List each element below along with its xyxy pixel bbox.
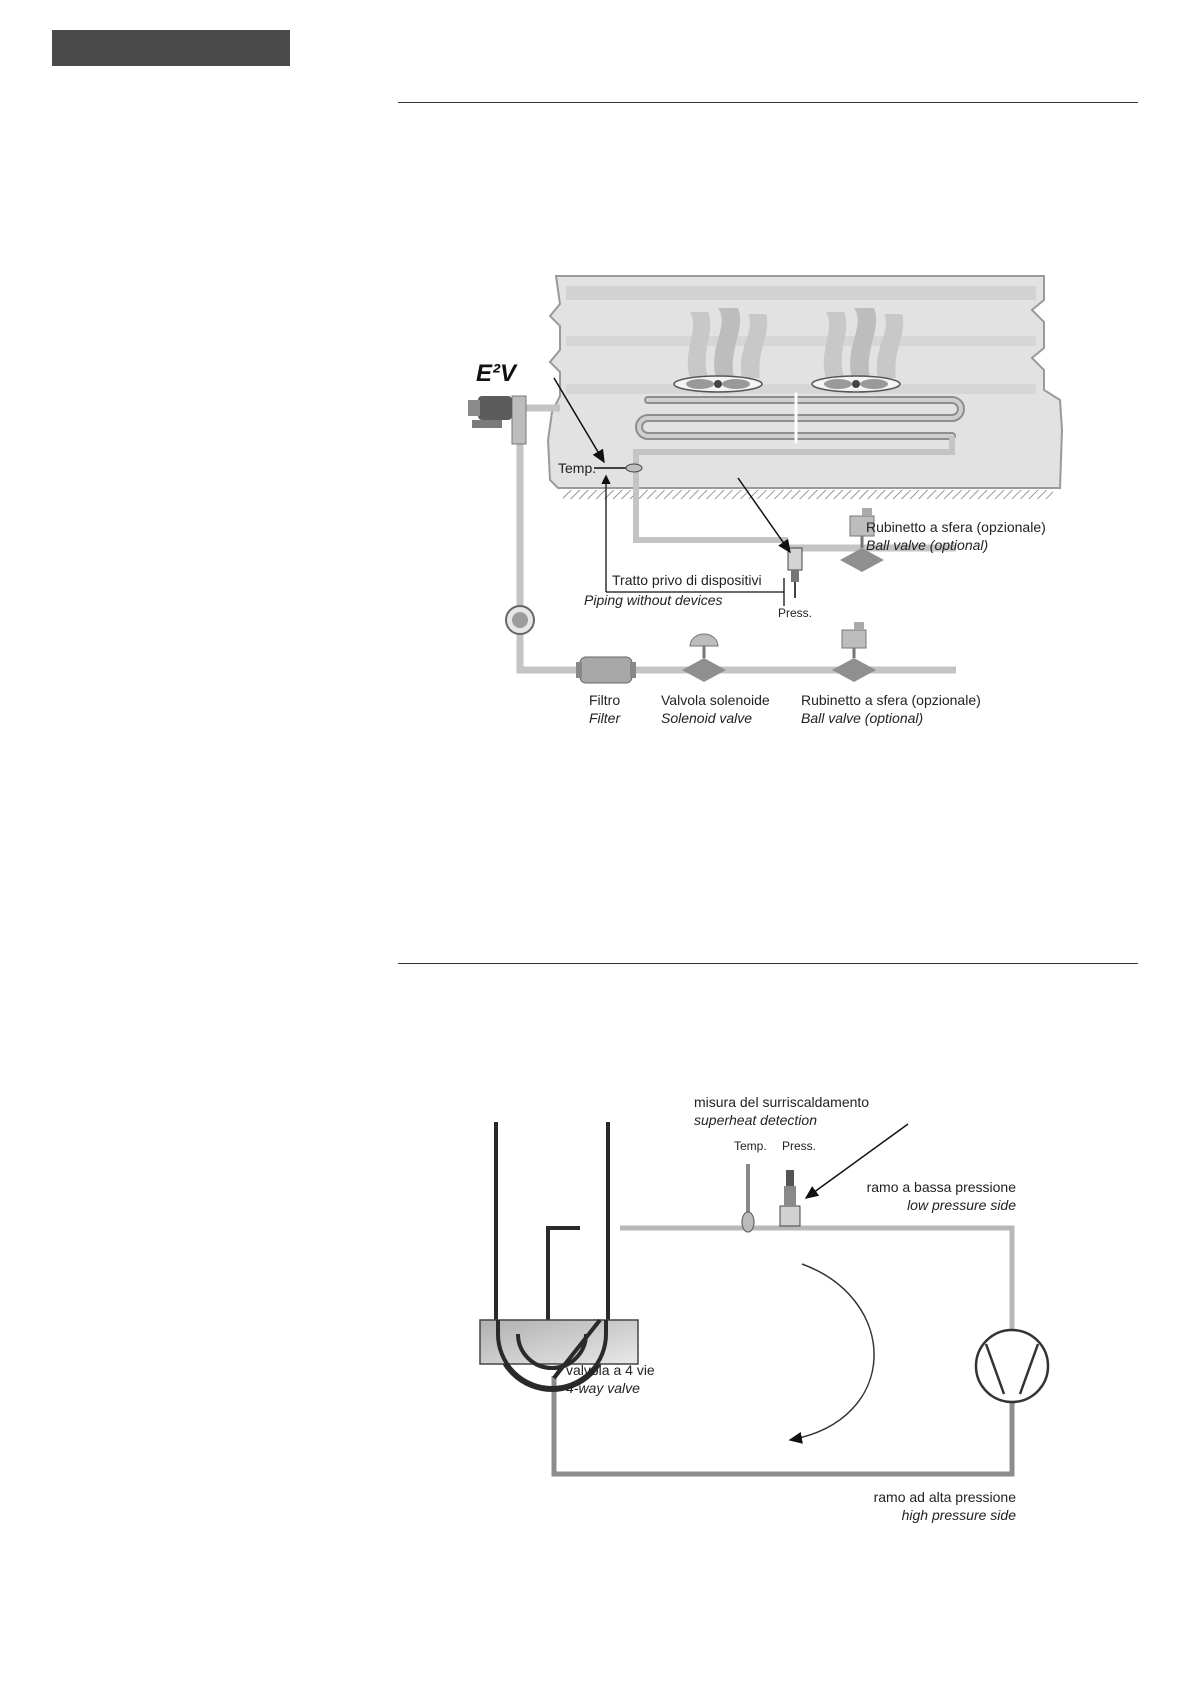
ball-valve-top-label-it: Rubinetto a sfera (opzionale) [866, 519, 1046, 535]
solenoid-valve-icon [682, 633, 726, 682]
cabinet-band [566, 384, 1036, 394]
ball-valve-bottom-label-it: Rubinetto a sfera (opzionale) [801, 692, 981, 708]
pressure-sensor-icon [787, 547, 803, 598]
figure-1-evaporator: E²V Temp. Tratto privo di dispositivi Pi… [468, 275, 1064, 726]
ball-valve-top-label-en: Ball valve (optional) [866, 537, 988, 553]
temp-sensor-icon [594, 463, 643, 473]
evaporator-coil [635, 392, 965, 444]
section-header-bar [52, 30, 290, 66]
four-way-valve-body [479, 1319, 639, 1365]
valve-label-it: valvola a 4 vie [566, 1362, 655, 1378]
fig2-temp-sensor-icon [741, 1164, 755, 1233]
temp-pointer-arrow [553, 377, 605, 464]
airflow-plume [823, 312, 847, 378]
valve-label-en: 4-way valve [566, 1380, 640, 1396]
e2v-label: E²V [476, 360, 518, 387]
high-side-label-en: high pressure side [902, 1507, 1017, 1523]
top-divider [398, 102, 1138, 103]
fan-right-icon [811, 375, 901, 393]
piping-bracket [601, 474, 785, 606]
ball-valve-bottom-icon [832, 622, 876, 682]
e2v-valve-icon [468, 395, 527, 445]
ball-valve-bottom-label-en: Ball valve (optional) [801, 710, 923, 726]
press-pointer-arrow [737, 477, 791, 554]
solenoid-label-it: Valvola solenoide [661, 692, 770, 708]
low-pressure-pipe [620, 1225, 1015, 1330]
airflow-plume [714, 308, 741, 378]
fig2-press-label: Press. [782, 1139, 816, 1153]
ball-valve-top-icon [840, 508, 884, 572]
evaporator-cabinet [546, 275, 1064, 489]
airflow-plume [740, 314, 768, 378]
fan-left-icon [673, 375, 763, 393]
suction-pipe [633, 436, 955, 543]
filter-label-en: Filter [589, 710, 621, 726]
filter-label-it: Filtro [589, 692, 620, 708]
sight-glass-icon [505, 605, 535, 635]
superheat-label-en: superheat detection [694, 1112, 817, 1128]
piping-label-it: Tratto privo di dispositivi [612, 572, 762, 588]
piping-label-en: Piping without devices [584, 592, 723, 608]
high-pressure-pipe [551, 1376, 1015, 1477]
compressor-icon [974, 1328, 1050, 1404]
solenoid-label-en: Solenoid valve [661, 710, 752, 726]
figure-2-reversible-circuit: Temp. Press. misura del surriscaldamento… [479, 1094, 1050, 1523]
low-side-label-en: low pressure side [907, 1197, 1016, 1213]
superheat-label-it: misura del surriscaldamento [694, 1094, 869, 1110]
floor-hatch [563, 490, 1053, 499]
cabinet-band [566, 286, 1036, 300]
fig2-press-pointer-arrow [804, 1123, 909, 1199]
high-side-label-it: ramo ad alta pressione [874, 1489, 1017, 1505]
airflow-plume [876, 314, 904, 378]
liquid-line [516, 404, 956, 674]
flow-direction-arrow [788, 1263, 875, 1444]
filter-icon [576, 656, 636, 684]
middle-divider [398, 963, 1138, 964]
fig2-temp-label: Temp. [734, 1139, 767, 1153]
fig1-temp-label: Temp. [558, 460, 596, 476]
cabinet-band [566, 336, 1036, 346]
low-side-label-it: ramo a bassa pressione [867, 1179, 1017, 1195]
fig1-press-label: Press. [778, 606, 812, 620]
airflow-plume [850, 308, 877, 378]
fig2-pressure-sensor-icon [779, 1170, 801, 1227]
airflow-plume [687, 312, 711, 378]
